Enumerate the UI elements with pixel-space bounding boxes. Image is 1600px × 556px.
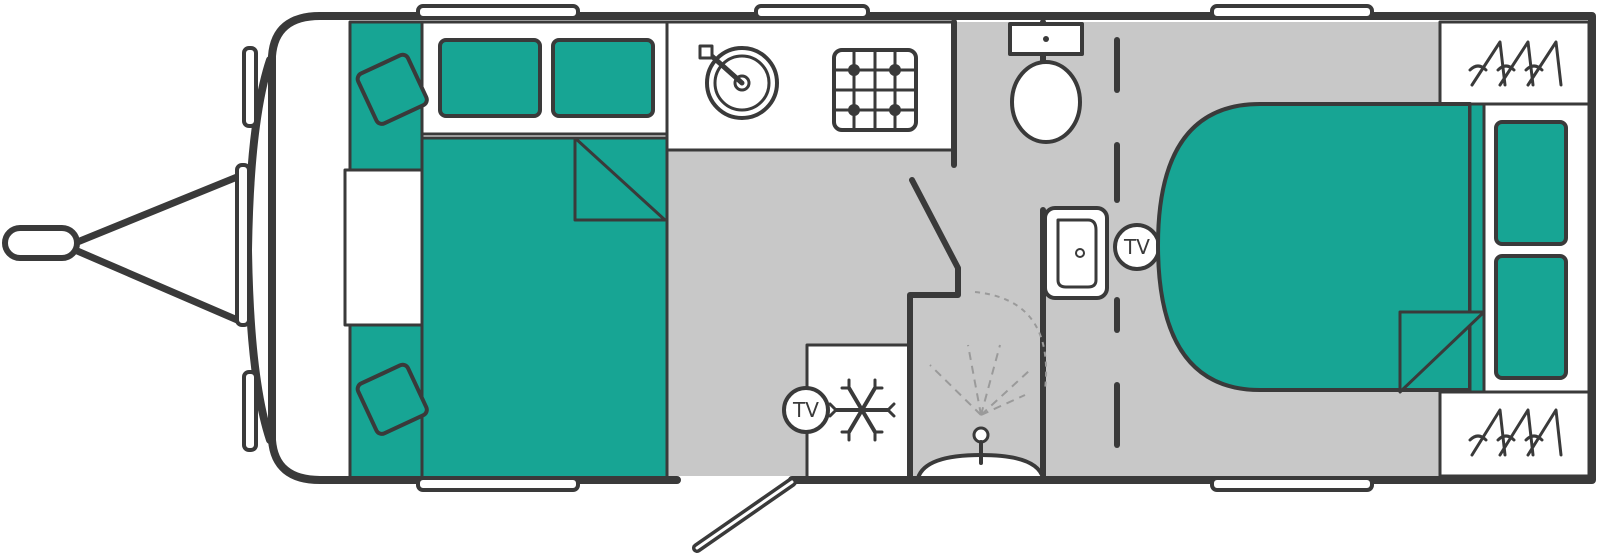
- tv-icon: TV: [1113, 223, 1161, 271]
- tv-label-rear: TV: [1123, 235, 1150, 259]
- pillow-icon: [551, 38, 655, 118]
- entry-door: [692, 477, 797, 553]
- front-table: [343, 168, 425, 327]
- tv-icon: TV: [782, 386, 830, 434]
- snowflake-icon: [828, 378, 896, 442]
- fridge-unit: TV: [782, 343, 911, 480]
- front-nose: [235, 46, 274, 452]
- windows: [416, 4, 1374, 492]
- basin-icon: [1043, 206, 1109, 300]
- hob-icon: [832, 48, 918, 132]
- window: [1210, 476, 1374, 492]
- shower-icon: [916, 291, 1048, 480]
- outer-walls: [268, 12, 1596, 484]
- bed-fold-corner: [573, 136, 667, 222]
- washroom: TV: [907, 19, 1161, 483]
- toilet-icon: [1008, 22, 1084, 144]
- kitchen: [665, 19, 957, 168]
- bed-fold-corner: [1398, 310, 1486, 394]
- hanger-icon: [1468, 40, 1563, 87]
- window: [416, 4, 580, 20]
- rear-bed: [1156, 102, 1472, 392]
- front-lounge: [343, 20, 669, 480]
- pillow-icon: [355, 362, 429, 436]
- tv-label-front: TV: [792, 398, 819, 422]
- pillow-icon: [355, 52, 429, 126]
- window: [416, 476, 580, 492]
- tap-icon: [698, 44, 779, 120]
- window: [754, 4, 870, 20]
- hanger-icon: [1468, 408, 1563, 457]
- pillow-icon: [1494, 254, 1568, 380]
- window: [1210, 4, 1374, 20]
- tow-hitch: [2, 171, 246, 326]
- pillow-icon: [438, 38, 542, 118]
- pillow-icon: [1494, 120, 1568, 246]
